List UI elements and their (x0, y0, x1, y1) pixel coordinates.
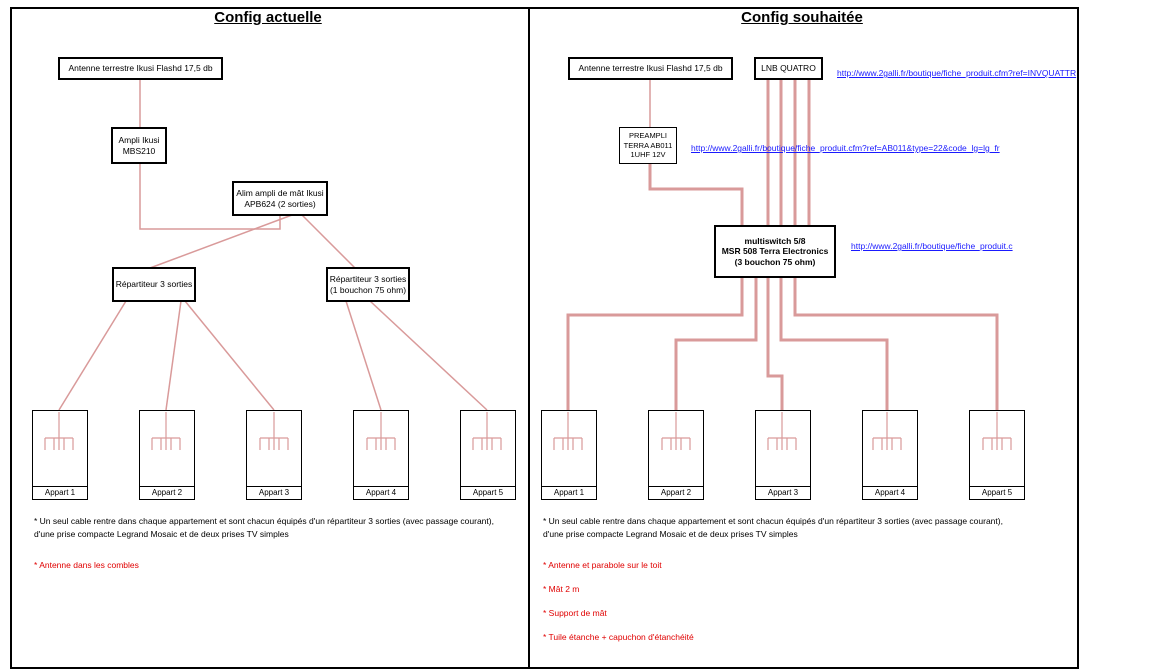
right-antenna-label: Antenne terrestre Ikusi Flashd 17,5 db (578, 63, 723, 74)
cable-alim-rep1 (149, 214, 293, 269)
left-appart-2-label: Appart 2 (140, 486, 194, 499)
outlet-icons (44, 412, 1012, 450)
right-red-note-2: * Mât 2 m (543, 584, 580, 594)
repartiteur-1-box: Répartiteur 3 sorties (112, 267, 196, 302)
tv-outlet-icon (259, 412, 289, 450)
preampli-line2: TERRA AB011 (623, 140, 673, 150)
cable-ms-appt5 (793, 277, 999, 410)
right-note: * Un seul cable rentre dans chaque appar… (543, 515, 1073, 541)
tv-outlet-icon (44, 412, 74, 450)
right-red-note-4: * Tuile étanche + capuchon d'étanchéité (543, 632, 694, 642)
left-appart-2: Appart 2 (139, 410, 195, 500)
lnb-label: LNB QUATRO (761, 63, 816, 74)
cable-rep2-appt4 (345, 300, 382, 411)
cable-ampli-alim (139, 163, 281, 230)
tv-outlet-icon (661, 412, 691, 450)
left-note: * Un seul cable rentre dans chaque appar… (34, 515, 524, 541)
tv-outlet-icon (872, 412, 902, 450)
preampli-line1: PREAMPLI (629, 131, 667, 141)
multiswitch-link[interactable]: http://www.2galli.fr/boutique/fiche_prod… (851, 241, 1013, 251)
cable-rep1-appt2 (165, 300, 182, 411)
tv-outlet-icon (553, 412, 583, 450)
ampli-line1: Ampli Ikusi (118, 134, 160, 145)
tv-outlet-icon (982, 412, 1012, 450)
multiswitch-box: multiswitch 5/8 MSR 508 Terra Electronic… (714, 225, 836, 278)
cable-alim-rep2 (301, 214, 356, 269)
cable-preampli-multiswitch (648, 163, 744, 226)
cable-rep2-appt5 (369, 300, 488, 411)
cable-rep1-appt1 (58, 300, 127, 411)
cable-ms-appt4 (779, 277, 889, 410)
alim-line2: APB624 (2 sorties) (244, 198, 316, 209)
multiswitch-line1: multiswitch 5/8 (744, 235, 806, 246)
left-appart-4: Appart 4 (353, 410, 409, 500)
left-appart-3: Appart 3 (246, 410, 302, 500)
left-title: Config actuelle (214, 9, 322, 26)
lnb-link[interactable]: http://www.2galli.fr/boutique/fiche_prod… (837, 68, 1077, 78)
left-cables (58, 79, 488, 411)
alim-line1: Alim ampli de mât Ikusi (236, 187, 324, 198)
cable-ms-appt2 (674, 277, 758, 410)
ampli-box: Ampli Ikusi MBS210 (111, 127, 167, 164)
right-panel-frame (528, 7, 1079, 669)
cable-ms-appt1 (566, 277, 744, 410)
preampli-box: PREAMPLI TERRA AB011 1UHF 12V (619, 127, 677, 164)
multiswitch-line3: (3 bouchon 75 ohm) (734, 256, 816, 267)
ampli-line2: MBS210 (122, 145, 156, 156)
multiswitch-line2: MSR 508 Terra Electronics (721, 246, 829, 257)
left-appart-1: Appart 1 (32, 410, 88, 500)
repartiteur-2-box: Répartiteur 3 sorties (1 bouchon 75 ohm) (326, 267, 410, 302)
right-appart-5: Appart 5 (969, 410, 1025, 500)
right-appart-5-label: Appart 5 (970, 486, 1024, 499)
cable-ms-appt3 (766, 277, 784, 410)
repartiteur-2-line1: Répartiteur 3 sorties (329, 273, 407, 284)
tv-outlet-icon (472, 412, 502, 450)
lnb-box: LNB QUATRO (754, 57, 823, 80)
right-appart-1: Appart 1 (541, 410, 597, 500)
left-appart-5-label: Appart 5 (461, 486, 515, 499)
left-note-line1: * Un seul cable rentre dans chaque appar… (34, 516, 494, 526)
left-antenna-label: Antenne terrestre Ikusi Flashd 17,5 db (68, 63, 213, 74)
alim-box: Alim ampli de mât Ikusi APB624 (2 sortie… (232, 181, 328, 216)
right-appart-3-label: Appart 3 (756, 486, 810, 499)
right-appart-3: Appart 3 (755, 410, 811, 500)
right-note-line1: * Un seul cable rentre dans chaque appar… (543, 516, 1003, 526)
right-appart-1-label: Appart 1 (542, 486, 596, 499)
tv-outlet-icon (151, 412, 181, 450)
tv-outlet-icon (767, 412, 797, 450)
right-appart-2-label: Appart 2 (649, 486, 703, 499)
preampli-line3: 1UHF 12V (630, 150, 666, 160)
left-note-line2: d'une prise compacte Legrand Mosaic et d… (34, 529, 289, 539)
left-antenna-box: Antenne terrestre Ikusi Flashd 17,5 db (58, 57, 223, 80)
right-antenna-box: Antenne terrestre Ikusi Flashd 17,5 db (568, 57, 733, 80)
right-note-line2: d'une prise compacte Legrand Mosaic et d… (543, 529, 798, 539)
left-appart-5: Appart 5 (460, 410, 516, 500)
tv-outlet-icon (366, 412, 396, 450)
right-red-note-3: * Support de mât (543, 608, 607, 618)
right-appart-4-label: Appart 4 (863, 486, 917, 499)
repartiteur-2-line2: (1 bouchon 75 ohm) (329, 284, 407, 295)
left-appart-4-label: Appart 4 (354, 486, 408, 499)
right-red-note-1: * Antenne et parabole sur le toit (543, 560, 662, 570)
right-appart-2: Appart 2 (648, 410, 704, 500)
left-red-note-1: * Antenne dans les combles (34, 560, 139, 570)
left-appart-1-label: Appart 1 (33, 486, 87, 499)
right-appart-4: Appart 4 (862, 410, 918, 500)
right-title: Config souhaitée (741, 9, 863, 26)
left-appart-3-label: Appart 3 (247, 486, 301, 499)
right-cables (566, 79, 999, 410)
repartiteur-1-label: Répartiteur 3 sorties (115, 279, 193, 290)
preampli-link[interactable]: http://www.2galli.fr/boutique/fiche_prod… (691, 143, 1000, 153)
cable-rep1-appt3 (184, 300, 275, 411)
